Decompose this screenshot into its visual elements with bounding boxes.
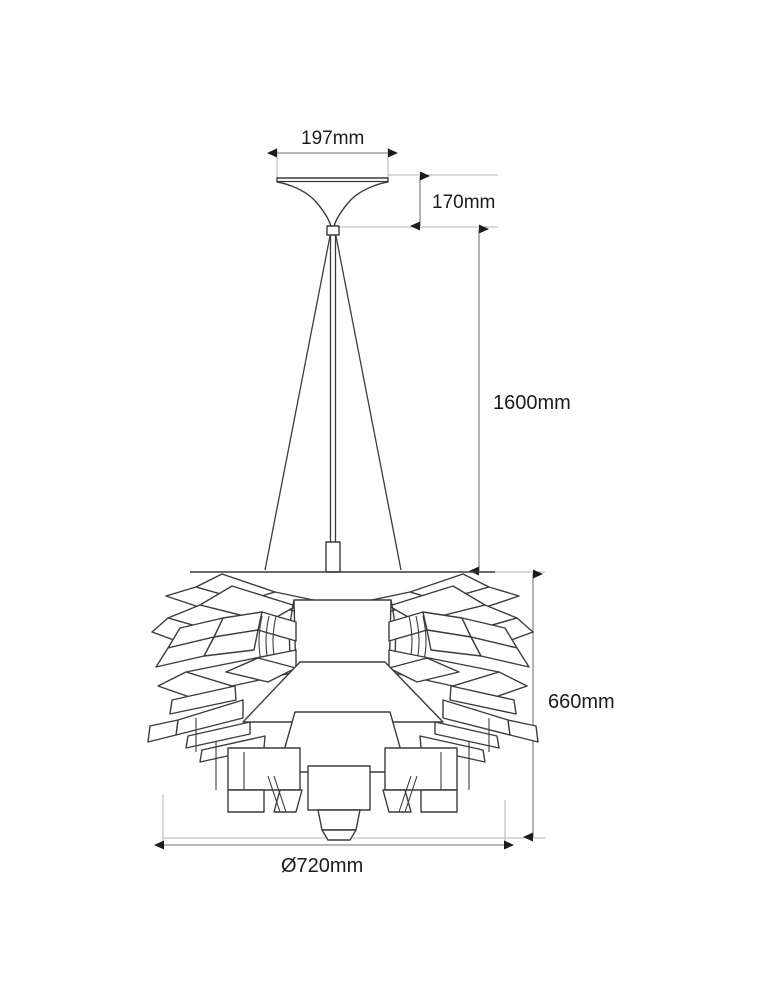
dim-label-diameter: Ø720mm [281,855,363,877]
lamp-geometry [147,177,539,841]
dim-label-canopy-width: 197mm [301,128,364,149]
cord-junction-block [325,541,341,573]
shade-bottom-pads [227,789,458,813]
artichoke-shade [147,571,539,841]
dimension-lines [154,148,543,850]
shade-tier-upper-cone [242,661,444,723]
dim-label-drop: 1600mm [493,392,571,414]
bottom-finial [307,765,371,841]
shade-tier-lower-skirt [227,747,458,791]
dim-label-shade-height: 660mm [548,691,615,713]
dim-label-canopy-height: 170mm [432,192,495,213]
cord-collar [326,225,340,236]
shade-accent-struts [195,718,490,813]
shade-leaf-row-3 [155,611,530,668]
shade-leaf-row-5 [147,685,539,743]
suspension-wires [264,235,402,571]
